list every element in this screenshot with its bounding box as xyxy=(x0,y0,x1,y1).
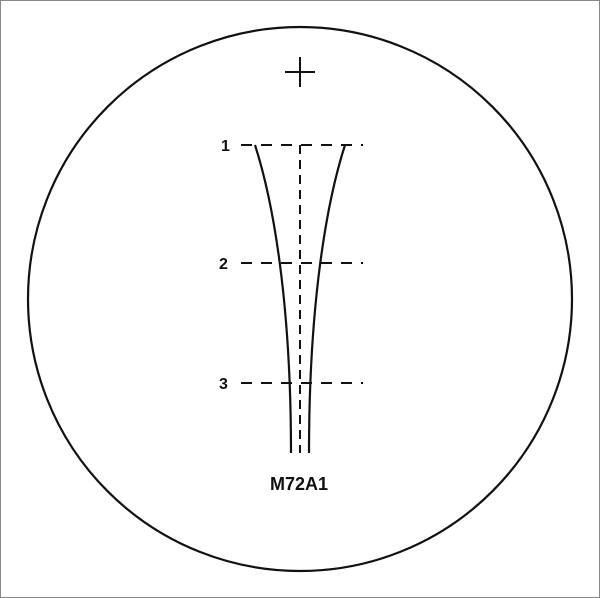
range-label-2: 2 xyxy=(219,256,228,273)
range-label-3: 3 xyxy=(219,376,228,393)
sight-circle xyxy=(26,25,574,573)
crosshair-plus-icon xyxy=(285,57,315,87)
range-label-1: 1 xyxy=(221,138,230,155)
right-stadia-curve xyxy=(307,144,347,454)
range-mark-lines xyxy=(241,144,363,384)
left-stadia-curve xyxy=(253,144,293,454)
reticle-designation: M72A1 xyxy=(270,474,328,494)
